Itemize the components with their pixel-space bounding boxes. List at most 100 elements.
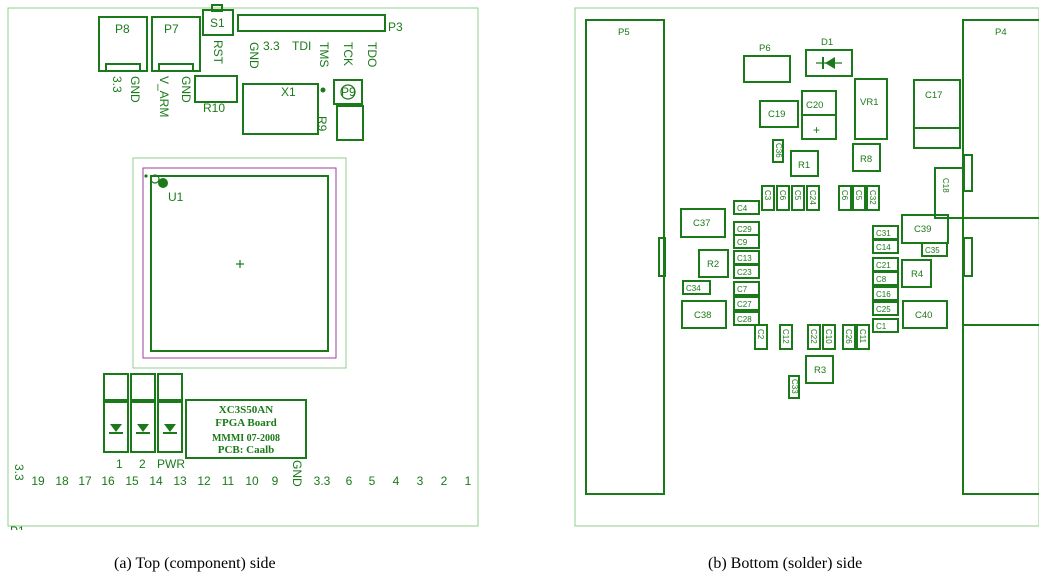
c17-label: C17: [925, 90, 942, 101]
p3-label: P3: [388, 20, 403, 34]
cap-top-3-label: C24: [808, 190, 817, 205]
cap-bottom-1-label: C12: [781, 329, 790, 344]
silk-line-4: PCB: Caalb: [218, 444, 275, 456]
c35-label: C35: [925, 246, 940, 255]
cap-top-2-pad: [791, 185, 805, 211]
header-pin-label-right-6: 6: [346, 474, 353, 488]
c35-footprint: [921, 242, 948, 257]
cap-bottom-2: C22: [807, 324, 821, 350]
cap-top-6: C32: [866, 185, 880, 211]
r2-label: R2: [707, 259, 719, 270]
p4-connector: [962, 19, 1039, 495]
jtag-gnd-label: GND: [247, 42, 261, 69]
silk-line-3: MMMI 07-2008: [212, 433, 280, 444]
cap-top-5: C5: [852, 185, 866, 211]
header-pin-label-11: 11: [222, 474, 235, 488]
header-pin-label-18: 18: [55, 474, 69, 488]
p5-tab: [658, 237, 666, 277]
p1-cut-mask: [0, 530, 480, 540]
header-pin-label-13: 13: [173, 474, 187, 488]
header-pin-label-10: 10: [245, 474, 259, 488]
cap-top-3: C24: [806, 185, 820, 211]
cap-top-4-label: C6: [840, 190, 849, 201]
cap-top-4-pad: [838, 185, 852, 211]
u1-courtyard: [142, 167, 337, 359]
cap-c25-pad: [872, 301, 899, 316]
r8-footprint: [852, 143, 881, 172]
header-pin-label-right-4: 4: [393, 474, 400, 488]
cap-top-2: C5: [791, 185, 805, 211]
led2-body: [130, 401, 156, 453]
jtag-tdo-label: TDO: [365, 42, 379, 67]
header-pin-label-right-33: 3.3: [314, 474, 331, 488]
c19-footprint: [759, 100, 799, 128]
cap-c29-label: C29: [737, 225, 752, 234]
u1-keepout: [132, 157, 347, 369]
c38-footprint: [681, 300, 727, 329]
p5-label: P5: [618, 27, 630, 38]
cap-bottom-0-label: C2: [756, 329, 765, 340]
cap-top-1-pad: [776, 185, 790, 211]
cap-c27-pad: [733, 296, 760, 311]
p3-header: [237, 14, 386, 32]
jtag-tck-label: TCK: [341, 42, 355, 66]
cap-c8-pad: [872, 271, 899, 286]
r2-footprint: [698, 249, 729, 278]
cap-bottom-4-pad: [842, 324, 856, 350]
cap-c14-pad: [872, 239, 899, 254]
u1-pin1-ring: [150, 174, 160, 184]
p9-footprint: [333, 79, 363, 105]
cap-bottom-5-pad: [856, 324, 870, 350]
p4-tab-mid: [963, 237, 973, 277]
cap-c1: C1: [872, 318, 899, 333]
p8-pin-gnd: GND: [128, 76, 142, 103]
c36-footprint: [772, 139, 784, 163]
led1-body: [103, 401, 129, 453]
cap-top-0-pad: [761, 185, 775, 211]
header-pin-label-right-3: 3: [417, 474, 424, 488]
cap-top-6-pad: [866, 185, 880, 211]
header-pin-label-19: 19: [31, 474, 45, 488]
top-board-outline: [7, 7, 479, 527]
cap-c4-label: C4: [737, 204, 748, 213]
s1-actuator: [211, 4, 223, 12]
r10-label: R10: [203, 101, 225, 115]
c20-plus-icon: +: [813, 123, 820, 137]
p8-latch: [105, 63, 141, 72]
cap-c4: C4: [733, 200, 760, 215]
cap-top-0-label: C3: [763, 190, 772, 201]
silk-line-1: XC3S50AN: [219, 404, 273, 416]
ledpwr-symbol-icon: [163, 424, 177, 434]
cap-top-5-label: C5: [854, 190, 863, 201]
cap-top-4: C6: [838, 185, 852, 211]
cap-bottom-0: C2: [754, 324, 768, 350]
led1-label: 1: [116, 457, 123, 471]
header-pin-label-right-5: 5: [369, 474, 376, 488]
cap-c16-pad: [872, 286, 899, 301]
c34-footprint: [682, 280, 711, 295]
p7-pin-varm: V_ARM: [157, 76, 171, 117]
p4-label: P4: [995, 27, 1007, 38]
c37-label: C37: [693, 218, 710, 229]
bottom-board-outline: [574, 7, 1039, 527]
cap-c16-label: C16: [876, 290, 891, 299]
cap-c28-pad: [733, 311, 760, 326]
c38-label: C38: [694, 310, 711, 321]
cap-c16: C16: [872, 286, 899, 301]
header-pin-label-16: 16: [101, 474, 115, 488]
header-pin-label-9: 9: [272, 474, 279, 488]
cap-bottom-2-label: C22: [809, 329, 818, 344]
cap-bottom-5-label: C11: [858, 329, 867, 344]
cap-bottom-1-pad: [779, 324, 793, 350]
vr1-regulator: [854, 78, 888, 140]
header-pin-label-15: 15: [125, 474, 139, 488]
c18-footprint: [934, 167, 964, 219]
c33-footprint: [788, 375, 800, 399]
c18-label: C18: [941, 178, 950, 193]
r9-label: R9: [315, 116, 329, 132]
